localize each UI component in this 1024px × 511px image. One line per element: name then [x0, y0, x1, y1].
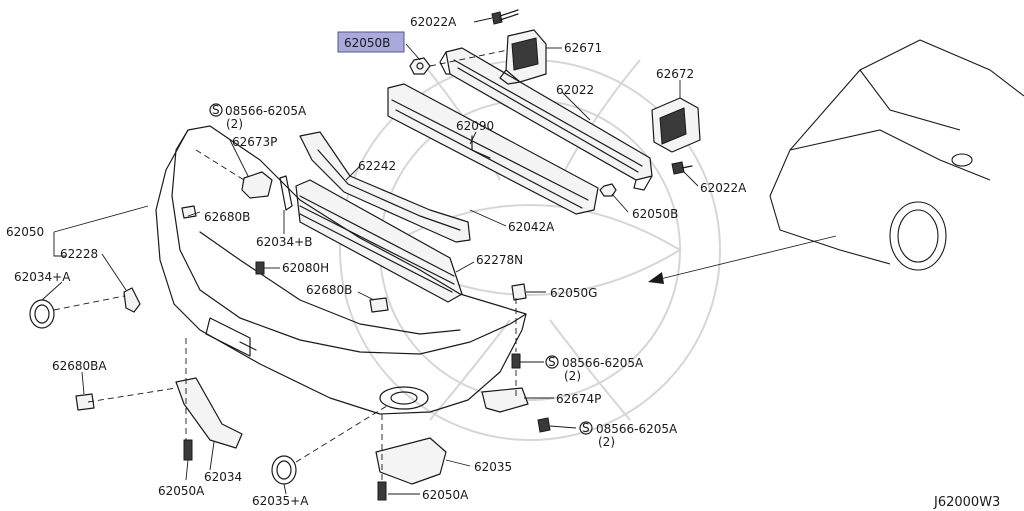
- bolt-62022A-right[interactable]: [671, 161, 693, 175]
- direction-arrow: [648, 235, 837, 284]
- bracket-62672[interactable]: [651, 97, 701, 153]
- vehicle-sketch: [769, 39, 1024, 271]
- clip-62680B-left[interactable]: [181, 205, 197, 219]
- bracket-62671[interactable]: [499, 29, 547, 85]
- label-62278N[interactable]: 62278N: [476, 253, 523, 267]
- label-08566-low[interactable]: 08566-6205A: [596, 422, 678, 436]
- clip-62680B-mid[interactable]: [369, 297, 389, 313]
- label-08566-top-count: (2): [226, 117, 243, 131]
- bolt-62050A-left[interactable]: [183, 439, 193, 461]
- screw-symbol-3: S: [582, 421, 590, 435]
- label-62674P[interactable]: 62674P: [556, 392, 601, 406]
- label-62242[interactable]: 62242: [358, 159, 396, 173]
- label-62042A[interactable]: 62042A: [508, 220, 555, 234]
- clip-62080H[interactable]: [255, 261, 265, 275]
- assembly-dashed-lines: [53, 49, 517, 482]
- screw-08566-low[interactable]: [537, 417, 551, 433]
- label-62680B-mid[interactable]: 62680B: [306, 283, 352, 297]
- ring-62035A[interactable]: [271, 455, 297, 485]
- label-08566-mid-count: (2): [564, 369, 581, 383]
- clip-62050G[interactable]: [511, 283, 527, 301]
- label-62671[interactable]: 62671: [564, 41, 602, 55]
- screw-symbol-icon: [209, 103, 593, 435]
- label-62080H[interactable]: 62080H: [282, 261, 329, 275]
- bracket-62034[interactable]: [175, 377, 243, 449]
- ring-62034A[interactable]: [29, 299, 55, 329]
- label-62050A-bottom[interactable]: 62050A: [422, 488, 469, 502]
- bolt-62050A-bottom[interactable]: [377, 481, 387, 501]
- label-08566-mid[interactable]: 08566-6205A: [562, 356, 644, 370]
- label-62050G[interactable]: 62050G: [550, 286, 597, 300]
- highlight-box: [337, 31, 405, 53]
- leader-lines: [41, 17, 699, 495]
- label-62034[interactable]: 62034: [204, 470, 242, 484]
- nut-62050B-right[interactable]: [599, 183, 617, 197]
- bracket-62242[interactable]: [299, 131, 471, 243]
- reinforcement-62022[interactable]: [439, 47, 653, 191]
- bolt-62022A-top[interactable]: [491, 9, 519, 25]
- clip-62680BA[interactable]: [75, 393, 95, 411]
- label-08566-low-count: (2): [598, 435, 615, 449]
- diagram-code: J62000W3: [933, 495, 1000, 510]
- absorber-62090[interactable]: [387, 83, 599, 215]
- label-62672[interactable]: 62672: [656, 67, 694, 81]
- label-62034A[interactable]: 62034+A: [14, 270, 71, 284]
- label-62022A-right[interactable]: 62022A: [700, 181, 747, 195]
- nut-62050B-left[interactable]: [409, 57, 431, 75]
- label-62035A[interactable]: 62035+A: [252, 494, 309, 508]
- screw-08566-mid[interactable]: [511, 353, 521, 369]
- label-62022A-top[interactable]: 62022A: [410, 15, 457, 29]
- label-08566-top[interactable]: 08566-6205A: [225, 104, 307, 118]
- label-62050B-right[interactable]: 62050B: [632, 207, 678, 221]
- bracket-62674P[interactable]: [481, 387, 529, 413]
- bracket-62673P[interactable]: [241, 171, 273, 199]
- clip-62034B[interactable]: [279, 175, 293, 211]
- cover-62035[interactable]: [375, 437, 447, 485]
- label-62050B-highlighted[interactable]: 62050B: [344, 36, 390, 50]
- label-62090[interactable]: 62090: [456, 119, 494, 133]
- label-62673P[interactable]: 62673P: [232, 135, 277, 149]
- label-62034B[interactable]: 62034+B: [256, 235, 312, 249]
- screw-symbol-1: S: [212, 103, 220, 117]
- screw-symbol-2: S: [548, 355, 556, 369]
- label-62035[interactable]: 62035: [474, 460, 512, 474]
- label-62022[interactable]: 62022: [556, 83, 594, 97]
- bumper-fascia-62050[interactable]: [155, 125, 527, 415]
- label-62050[interactable]: 62050: [6, 225, 44, 239]
- label-62050A-left[interactable]: 62050A: [158, 484, 205, 498]
- fender-seal-62228[interactable]: [123, 287, 141, 313]
- label-62228[interactable]: 62228: [60, 247, 98, 261]
- label-62680BA[interactable]: 62680BA: [52, 359, 107, 373]
- label-62680B-left[interactable]: 62680B: [204, 210, 250, 224]
